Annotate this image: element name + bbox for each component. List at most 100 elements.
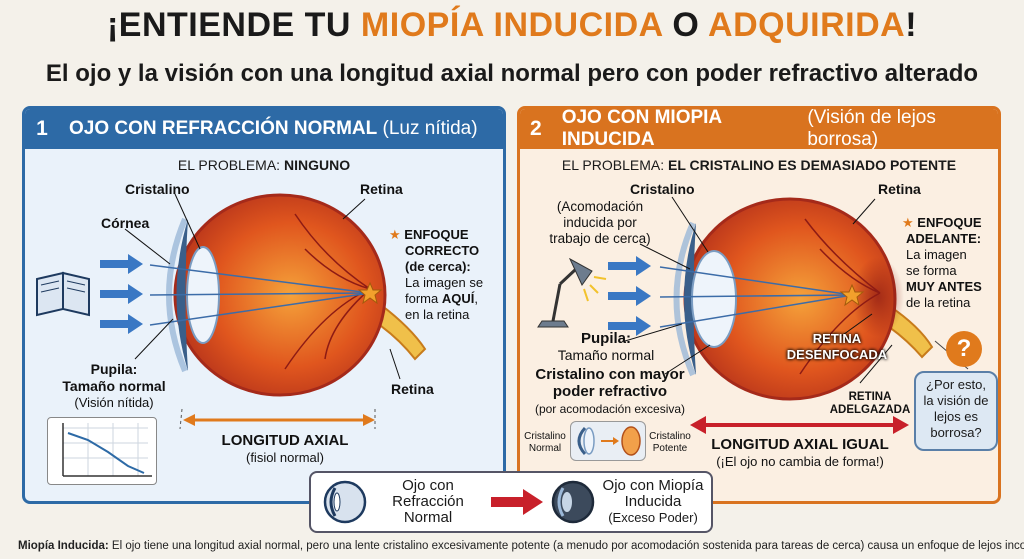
axial-tick-left [179,408,183,430]
label-thin-1: RETINA [848,391,892,403]
star-icon: ★ [902,215,914,230]
focus-star-icon [357,281,383,305]
panel-title: OJO CON MIOPÍA INDUCIDA [561,107,722,150]
label-strong-2: poder refractivo [552,383,668,400]
focus-note-2: ADELANTE: [906,231,982,246]
compare-right-1: Ojo con Miopía [602,477,704,494]
focus-note: ★ ENFOQUE ADELANTE: La imagen se forma M… [902,215,998,311]
label-cristalino: Cristalino [630,181,695,197]
axial-length-arrow [183,414,375,426]
focus-note-line-5: forma AQUÍ, [389,291,503,307]
pointer-cornea [124,228,171,265]
compare-left-2: Refracción [392,493,464,510]
label-strong-1: Cristalino con mayor [535,366,685,383]
problem-line: EL PROBLEMA: NINGUNO [25,157,503,173]
question-bubble: ¿Por esto, la visión de lejos es borrosa… [914,371,998,451]
acuity-graph [47,417,157,485]
focus-note-4: La imagen se [405,275,484,290]
label-axial: LONGITUD AXIAL [221,432,349,449]
ray-2 [149,292,371,296]
pointer-lens-power [664,344,711,375]
pointer-blur [839,313,873,338]
focus-note-2: CORRECTO [405,243,480,258]
bubble-line-2: la visión de [923,393,989,408]
lens-compare-right-2: Potente [652,443,688,454]
myopic-eye-illustration [537,196,969,434]
panel-number: 2 [530,117,542,140]
axial-length-arrow [690,416,909,434]
graph-icon [62,423,152,477]
title-highlight-2: ADQUIRIDA [708,6,906,44]
compare-right: Ojo con Miopía Inducida (Exceso Poder) [595,478,711,526]
iris [684,223,696,375]
label-retina-top: Retina [360,181,403,197]
focus-note-1: ENFOQUE [917,215,982,230]
problem-value: NINGUNO [283,157,351,173]
lens-compare-left-1: Cristalino [524,431,566,442]
blur-zone [852,257,904,337]
label-cristalino: Cristalino [125,181,190,197]
label-axial-note: (fisiol normal) [245,450,324,465]
incoming-arrows [100,254,143,334]
label-blur-1: RETINA [812,331,862,346]
footer-bold: Miopía Inducida: [18,540,109,552]
red-arrow-icon [491,489,543,515]
label-strong-3: (por acomodación excesiva) [534,402,686,416]
subtitle: El ojo y la visión con una longitud axia… [45,60,979,87]
focus-note-5: MUY ANTES [906,279,982,294]
panel-normal-header: 1 OJO CON REFRACCIÓN NORMAL (Luz nítida) [25,109,503,149]
focus-note-5b: AQUÍ [441,291,475,306]
label-cornea: Córnea [101,215,150,231]
lens-compare-right-1: Cristalino [649,431,691,442]
compare-right-3: (Exceso Poder) [608,510,698,525]
compare-left-1: Ojo con [402,477,454,494]
question-mark-icon: ? [946,331,982,367]
lens-compare-box [570,421,646,461]
label-axial: LONGITUD AXIAL IGUAL [711,436,889,453]
star-icon: ★ [389,227,401,242]
thick-lens [691,250,737,348]
focus-note-4: se forma [906,263,957,278]
normal-eye-icon [323,480,367,524]
problem-line: EL PROBLEMA: EL CRISTALINO ES DEMASIADO … [520,157,998,173]
incoming-arrows [608,256,651,336]
footer-text: El ojo tiene una longitud axial normal, … [108,540,1024,552]
label-accommodation-3: trabajo de cerca) [549,231,651,246]
focus-note-6: en la retina [405,307,470,322]
main-title: ¡ENTIENDE TU MIOPÍA INDUCIDA O ADQUIRIDA… [0,6,1024,45]
bubble-line-4: borrosa? [930,425,982,440]
pointer-thin-retina [859,344,893,384]
myopic-eye-icon [551,480,595,524]
pointer-retina-bottom [389,348,401,380]
focus-note-3: (de cerca): [405,259,471,274]
pointer-retina-top [342,198,366,220]
label-pupila: Pupila: [580,330,631,347]
desk-lamp-icon [537,257,607,328]
panel-number: 1 [36,117,48,140]
problem-value: EL CRISTALINO ES DEMASIADO POTENTE [668,157,957,173]
focus-note-1: ENFOQUE [404,227,469,242]
pointer-pupila [624,323,683,342]
ray-2 [659,294,853,298]
panel-miopia-header: 2 OJO CON MIOPÍA INDUCIDA (Visión de lej… [520,107,998,150]
panel-title-paren: (Visión de lejos borrosa) [807,107,936,150]
label-blur-2: DESENFOCADA [786,347,888,362]
panel-miopia: 2 OJO CON MIOPÍA INDUCIDA (Visión de lej… [517,106,1001,504]
focus-note: ★ ENFOQUE CORRECTO (de cerca): La imagen… [389,227,503,323]
label-accommodation-2: inducida por [563,215,637,230]
compare-left-3: Normal [403,509,453,526]
compare-left: Ojo con Refracción Normal [373,478,483,526]
label-pupila-size: Tamaño normal [62,378,166,394]
label-accommodation-1: (Acomodación [556,199,644,214]
footer-note: Miopía Inducida: El ojo tiene una longit… [18,540,1024,552]
compare-right-2: Inducida [624,493,682,510]
panel-title-paren: (Luz nítida) [382,118,478,139]
panel-normal: 1 OJO CON REFRACCIÓN NORMAL (Luz nítida)… [22,106,506,504]
bubble-line-1: ¿Por esto, [926,377,986,392]
label-retina-bottom: Retina [391,381,434,397]
label-pupila-size: Tamaño normal [557,347,655,363]
ray-1 [149,264,371,294]
title-mid: O [662,6,709,44]
title-prefix: ¡ENTIENDE TU [106,6,361,44]
focus-star-icon [839,283,865,307]
